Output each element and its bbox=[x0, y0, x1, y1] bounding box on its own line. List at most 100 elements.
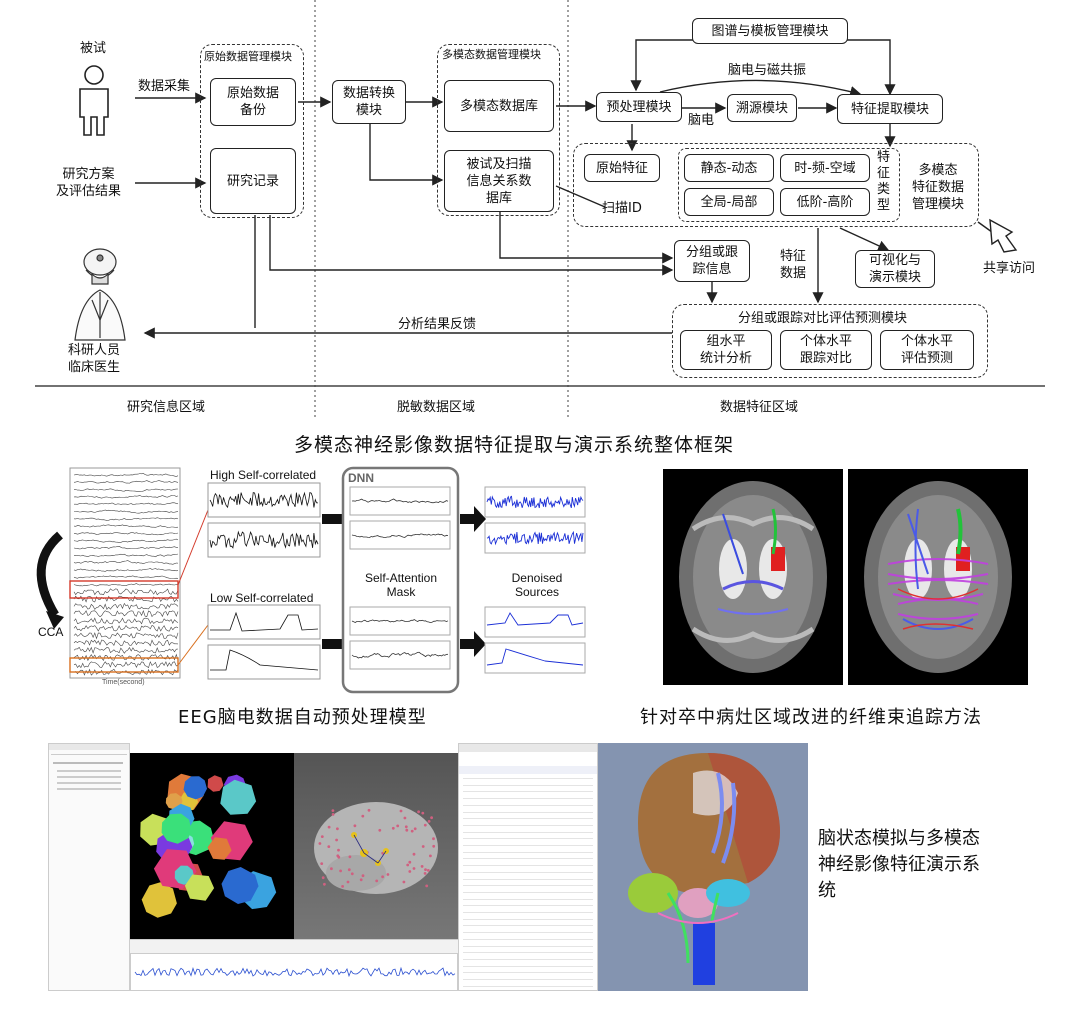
surface-spot bbox=[429, 854, 432, 858]
surface-spot bbox=[361, 814, 365, 818]
surface-spot bbox=[347, 868, 351, 872]
surface-spot bbox=[408, 860, 412, 864]
signal-trace bbox=[73, 532, 179, 536]
table-row bbox=[463, 818, 593, 820]
surface-spot bbox=[331, 813, 335, 816]
signal-trace bbox=[73, 517, 179, 521]
region-desens-label: 脱敏数据区域 bbox=[397, 400, 476, 415]
surface-spot bbox=[353, 824, 357, 828]
feedback-label: 分析结果反馈 bbox=[398, 317, 477, 332]
surface-spot bbox=[426, 869, 430, 872]
framework-diagram: 原始数据管理模块 多模态数据管理模块 被试 数据采集 研究方案 及评估结果 科研… bbox=[0, 0, 1080, 460]
table-row bbox=[463, 784, 593, 786]
table-row bbox=[463, 845, 593, 846]
signal-trace bbox=[134, 966, 456, 978]
surface-spot bbox=[320, 862, 324, 865]
surface-spot bbox=[421, 811, 425, 815]
dnn-label: DNN bbox=[348, 471, 374, 485]
signal-trace bbox=[351, 498, 449, 504]
denoised-label: Denoised Sources bbox=[511, 571, 563, 599]
table-row bbox=[463, 838, 593, 840]
surface-spot bbox=[412, 852, 416, 856]
surface-spot bbox=[348, 855, 352, 859]
surface-spot bbox=[424, 868, 427, 871]
table-row bbox=[463, 932, 593, 934]
data-collection-label: 数据采集 bbox=[138, 79, 191, 94]
plan-label: 研究方案 及评估结果 bbox=[56, 167, 122, 199]
signal-trace bbox=[73, 617, 179, 625]
surface-spot bbox=[404, 825, 408, 829]
surface-spot bbox=[425, 884, 429, 888]
surface-spot bbox=[423, 823, 427, 827]
brain-node bbox=[220, 779, 257, 815]
fiber-image-right bbox=[848, 469, 1028, 685]
demo-node-view bbox=[130, 753, 294, 939]
doctor-icon bbox=[74, 248, 126, 341]
surface-spot bbox=[430, 816, 433, 820]
eeg-panel-graphics bbox=[36, 466, 586, 694]
visual-box: 可视化与 演示模块 bbox=[855, 250, 935, 288]
eval-container bbox=[672, 304, 988, 378]
table-row bbox=[463, 811, 593, 813]
demo-toolbar bbox=[130, 939, 458, 954]
surface-spot bbox=[321, 876, 325, 880]
table-row bbox=[463, 985, 593, 987]
surface-spot bbox=[421, 845, 425, 848]
region-research-label: 研究信息区域 bbox=[127, 400, 206, 415]
signal-trace bbox=[73, 583, 179, 587]
signal-trace bbox=[73, 480, 179, 484]
signal-trace bbox=[486, 530, 584, 546]
convert-box: 数据转换 模块 bbox=[332, 80, 406, 124]
table-row bbox=[463, 891, 593, 893]
signal-trace bbox=[73, 488, 179, 492]
surface-spot bbox=[330, 867, 333, 871]
mm-module-container bbox=[437, 44, 560, 216]
surface-spot bbox=[339, 869, 342, 873]
table-row bbox=[463, 972, 593, 974]
table-row bbox=[463, 858, 593, 860]
eval-module-label: 分组或跟踪对比评估预测模块 bbox=[738, 311, 908, 326]
signal-trace bbox=[73, 524, 179, 528]
time-freq-box: 时-频-空域 bbox=[780, 154, 870, 182]
surface-spot bbox=[367, 808, 371, 812]
surface-spot bbox=[359, 878, 363, 882]
table-row bbox=[463, 778, 593, 779]
table-row bbox=[463, 958, 593, 960]
surface-spot bbox=[399, 809, 403, 813]
group-info-box: 分组或跟 踪信息 bbox=[674, 240, 750, 282]
signal-trace bbox=[486, 648, 584, 666]
table-row bbox=[463, 831, 593, 833]
surface-spot bbox=[420, 865, 424, 868]
surface-spot bbox=[378, 828, 382, 832]
surface-spot bbox=[337, 848, 340, 852]
region-feature-label: 数据特征区域 bbox=[720, 400, 799, 415]
table-row bbox=[463, 905, 593, 907]
surface-spot bbox=[331, 809, 335, 812]
demo-caption: 脑状态模拟与多模态 神经影像特征演示系 统 bbox=[818, 828, 980, 901]
brain-node bbox=[183, 776, 207, 800]
surface-spot bbox=[320, 835, 324, 838]
surface-spot bbox=[327, 845, 331, 848]
table-row bbox=[463, 918, 593, 920]
raw-module-container bbox=[200, 44, 304, 218]
framework-title: 多模态神经影像数据特征提取与演示系统整体框架 bbox=[294, 434, 735, 456]
surface-spot bbox=[432, 837, 435, 841]
surface-spot bbox=[318, 842, 322, 845]
table-row bbox=[463, 952, 593, 954]
surface-spot bbox=[323, 882, 326, 886]
researcher-label: 科研人员 临床医生 bbox=[68, 343, 121, 375]
table-row bbox=[463, 912, 593, 913]
indiv-pred-box: 个体水平 评估预测 bbox=[880, 330, 974, 370]
signal-trace bbox=[73, 568, 179, 572]
surface-spot bbox=[391, 826, 395, 830]
surface-spot bbox=[413, 827, 417, 831]
table-row bbox=[463, 824, 593, 826]
table-row bbox=[463, 938, 593, 940]
signal-trace bbox=[486, 495, 584, 509]
signal-trace bbox=[73, 653, 179, 662]
surface-spot bbox=[346, 880, 350, 884]
raw-backup-box: 原始数据 备份 bbox=[210, 78, 296, 126]
surface-spot bbox=[423, 872, 427, 875]
signal-trace bbox=[73, 661, 179, 669]
surface-spot bbox=[427, 820, 431, 823]
